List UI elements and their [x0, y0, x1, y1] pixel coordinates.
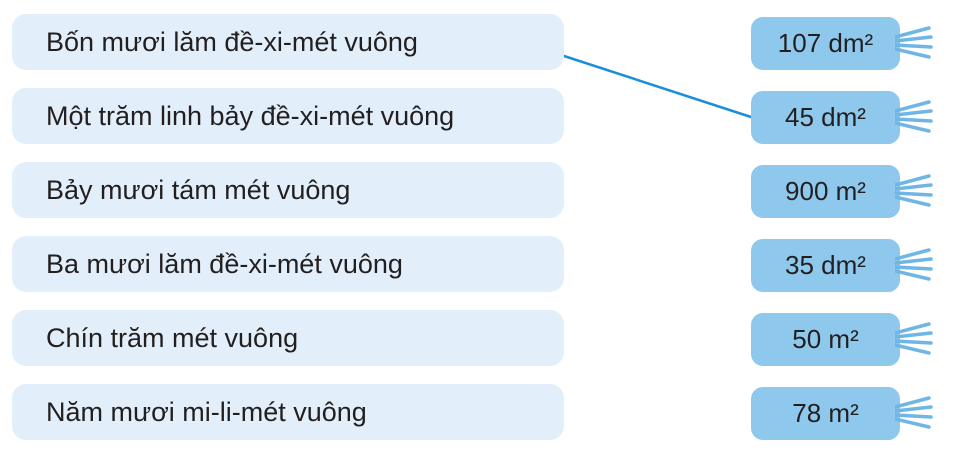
phrase-text: Chín trăm mét vuông	[46, 322, 299, 353]
tag-ribbon-icon	[895, 174, 933, 207]
phrase-box-3[interactable]: Bảy mươi tám mét vuông	[12, 162, 564, 218]
phrase-text: Ba mươi lăm đề-xi-mét vuông	[46, 248, 403, 279]
value-tag-body: 900 m²	[751, 165, 900, 218]
phrase-box-1[interactable]: Bốn mươi lăm đề-xi-mét vuông	[12, 14, 564, 70]
value-tag-body: 50 m²	[751, 313, 900, 366]
phrase-text: Năm mươi mi-li-mét vuông	[46, 396, 367, 427]
phrase-box-2[interactable]: Một trăm linh bảy đề-xi-mét vuông	[12, 88, 564, 144]
value-tag-5[interactable]: 50 m²	[751, 313, 941, 387]
phrase-text: Bảy mươi tám mét vuông	[46, 174, 351, 205]
tag-ribbon-icon	[895, 322, 933, 355]
value-tag-list: 107 dm² 45 dm² 900 m² 35 dm² 50 m² 78 m²	[751, 17, 941, 461]
phrase-list: Bốn mươi lăm đề-xi-mét vuông Một trăm li…	[12, 14, 564, 458]
tag-ribbon-icon	[895, 248, 933, 281]
tag-ribbon-icon	[895, 396, 933, 429]
value-tag-body: 78 m²	[751, 387, 900, 440]
phrase-box-4[interactable]: Ba mươi lăm đề-xi-mét vuông	[12, 236, 564, 292]
value-tag-body: 107 dm²	[751, 17, 900, 70]
value-tag-4[interactable]: 35 dm²	[751, 239, 941, 313]
phrase-text: Một trăm linh bảy đề-xi-mét vuông	[46, 100, 455, 131]
value-tag-body: 45 dm²	[751, 91, 900, 144]
value-tag-3[interactable]: 900 m²	[751, 165, 941, 239]
value-tag-6[interactable]: 78 m²	[751, 387, 941, 461]
value-tag-1[interactable]: 107 dm²	[751, 17, 941, 91]
phrase-box-6[interactable]: Năm mươi mi-li-mét vuông	[12, 384, 564, 440]
tag-ribbon-icon	[895, 26, 933, 59]
value-tag-2[interactable]: 45 dm²	[751, 91, 941, 165]
value-tag-body: 35 dm²	[751, 239, 900, 292]
tag-ribbon-icon	[895, 100, 933, 133]
phrase-box-5[interactable]: Chín trăm mét vuông	[12, 310, 564, 366]
phrase-text: Bốn mươi lăm đề-xi-mét vuông	[46, 26, 418, 57]
